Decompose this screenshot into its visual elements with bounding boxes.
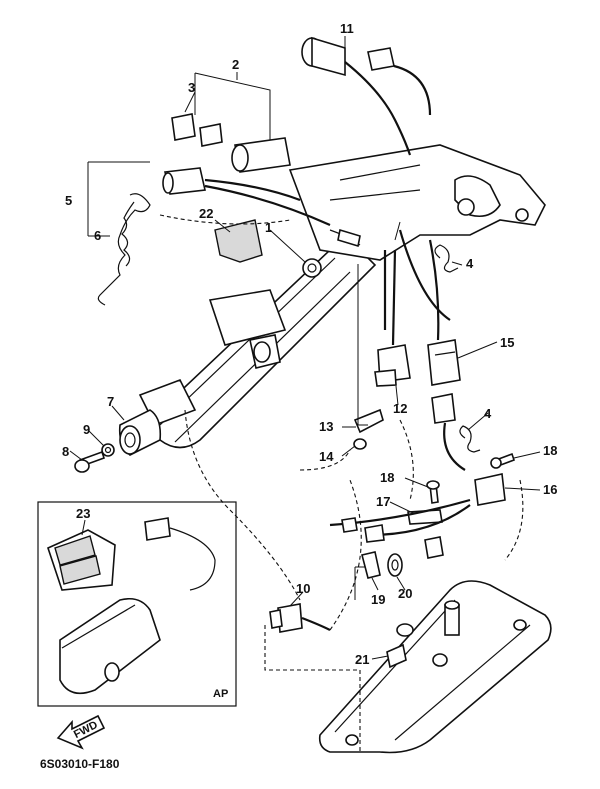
- main-switch: [301, 36, 432, 156]
- callout-23: 23: [76, 506, 90, 521]
- callout-20: 20: [398, 586, 412, 601]
- washer-9: [101, 443, 115, 457]
- callout-16: 16: [543, 482, 557, 497]
- inset-ap: [37, 501, 237, 707]
- callout-22: 22: [199, 206, 213, 221]
- callouts: 11 2 3 5 6 22 1 4 15 12 13 14 4 18 16 18…: [62, 21, 557, 667]
- callout-17: 17: [376, 494, 390, 509]
- connector-block: [431, 393, 466, 471]
- upper-bracket: [288, 144, 546, 261]
- relay-12: [374, 344, 411, 387]
- leader-lines: [69, 36, 541, 660]
- callout-21: 21: [355, 652, 369, 667]
- callout-18-right: 18: [543, 443, 557, 458]
- callout-19: 19: [371, 592, 385, 607]
- connector-10: [269, 603, 331, 633]
- callout-5: 5: [65, 193, 72, 208]
- tiller-arm: [138, 243, 377, 449]
- stop-switch: [97, 167, 331, 306]
- seal-21: [386, 643, 407, 669]
- inset-label: AP: [213, 688, 228, 700]
- screw-18b: [426, 480, 440, 504]
- callout-10: 10: [296, 581, 310, 596]
- callout-6: 6: [94, 228, 101, 243]
- clip-4-lower: [459, 425, 481, 453]
- callout-8: 8: [62, 444, 69, 459]
- callout-3: 3: [188, 80, 195, 95]
- callout-18-middle: 18: [380, 470, 394, 485]
- callout-4-lower: 4: [484, 406, 492, 421]
- key-switch: [171, 113, 291, 173]
- clamp-1: [302, 258, 322, 278]
- callout-12: 12: [393, 401, 407, 416]
- grommet-20: [387, 553, 403, 577]
- cable-runs: [329, 498, 471, 559]
- grommet-19: [361, 551, 381, 579]
- fwd-arrow: [56, 714, 106, 750]
- callout-4-upper: 4: [466, 256, 474, 271]
- bracket-13: [353, 408, 384, 450]
- callout-2: 2: [232, 57, 239, 72]
- wire-harness: [329, 228, 451, 346]
- callout-13: 13: [319, 419, 333, 434]
- figure-code: 6S03010-F180: [40, 757, 120, 771]
- callout-9: 9: [83, 422, 90, 437]
- callout-1: 1: [265, 220, 272, 235]
- throttle-grip: [118, 409, 162, 456]
- callout-15: 15: [500, 335, 514, 350]
- clip-4-upper: [434, 244, 459, 273]
- screw-18a: [490, 452, 516, 469]
- callout-11: 11: [340, 21, 354, 36]
- callout-14: 14: [319, 449, 334, 464]
- callout-7: 7: [107, 394, 114, 409]
- screw-8: [74, 450, 106, 473]
- routing-lines: [159, 214, 524, 752]
- cover-22: [214, 219, 263, 263]
- group-brackets: [87, 72, 368, 600]
- bottom-plate: [318, 580, 552, 754]
- rectifier-15: [427, 339, 461, 386]
- box-16: [474, 473, 506, 506]
